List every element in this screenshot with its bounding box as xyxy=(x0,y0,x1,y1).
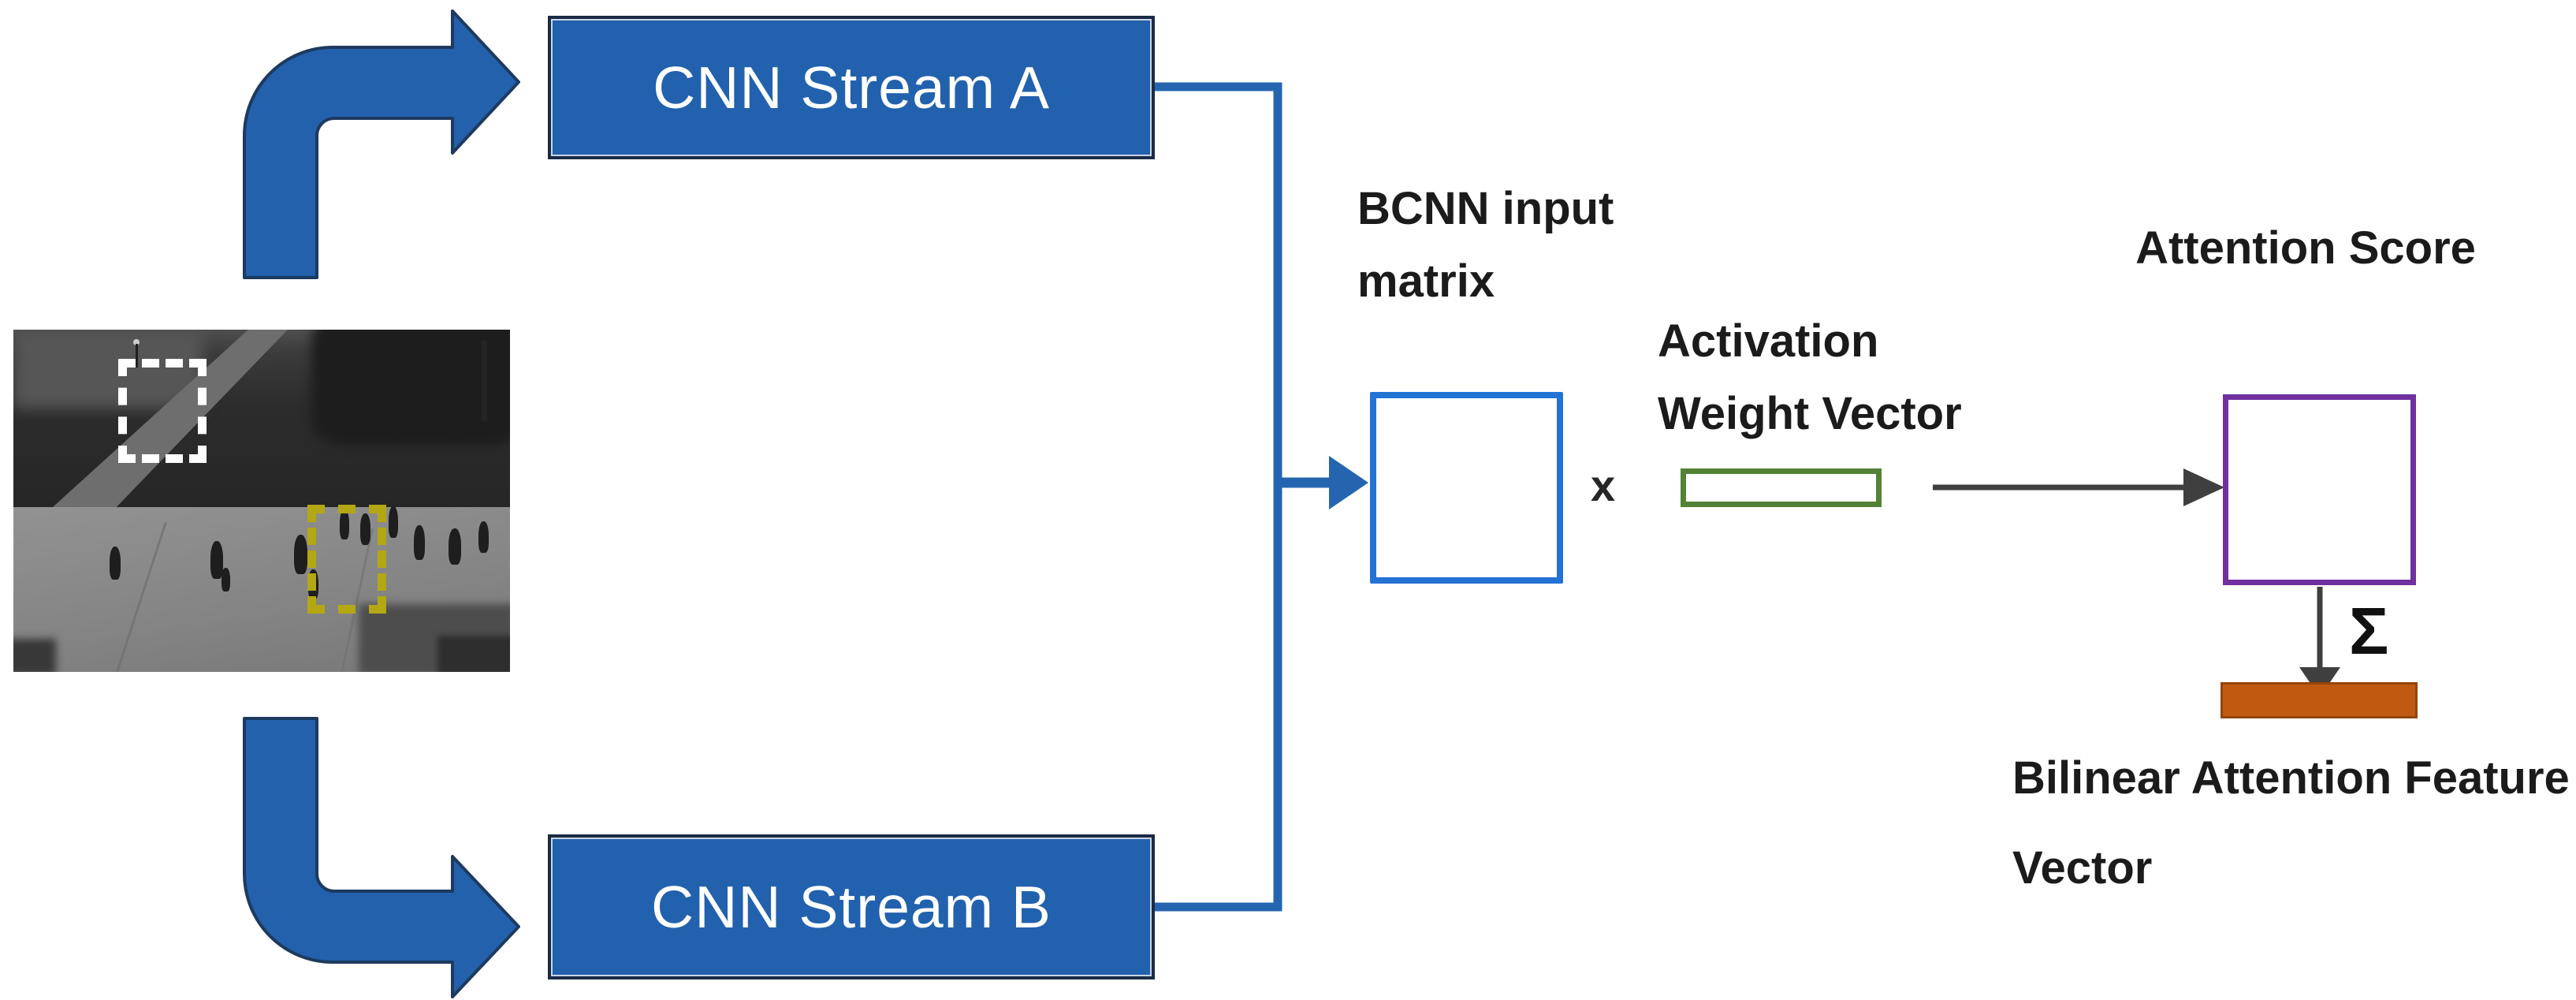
pedestrian-silhouette xyxy=(389,506,398,538)
frame-trees xyxy=(311,330,510,446)
attention-arrowhead xyxy=(2183,468,2224,506)
activation-weight-vector-label-line1: Activation xyxy=(1658,315,1879,367)
lamp-post-top xyxy=(133,339,140,345)
input-video-frame xyxy=(13,330,510,672)
bilinear-feature-label-line1: Bilinear Attention Feature xyxy=(2012,752,2570,804)
stream-b-curved-arrow xyxy=(243,717,520,998)
pedestrian-silhouette xyxy=(110,547,121,580)
light-pole xyxy=(482,341,487,421)
pedestrian-silhouette xyxy=(360,513,370,545)
pedestrian-silhouette xyxy=(221,568,230,591)
bcnn-input-matrix-label-line2: matrix xyxy=(1357,256,1495,307)
region-b-dashed-box xyxy=(307,505,386,614)
cnn-stream-b-box: CNN Stream B xyxy=(548,834,1155,979)
stream-a-curved-arrow xyxy=(243,9,520,279)
pedestrian-silhouette xyxy=(210,541,223,579)
cnn-stream-a-box: CNN Stream A xyxy=(548,16,1155,159)
cnn-stream-a-label: CNN Stream A xyxy=(653,54,1050,121)
pedestrian-silhouette xyxy=(414,525,425,560)
bilinear-feature-vector-bar xyxy=(2220,682,2418,718)
frame-upper-walkway xyxy=(13,330,203,409)
pedestrian-silhouette xyxy=(478,521,489,553)
frame-shadow-patch xyxy=(13,639,56,672)
frame-shadow-patch xyxy=(437,636,510,672)
pedestrian-silhouette xyxy=(294,535,307,574)
cnn-stream-b-label: CNN Stream B xyxy=(651,874,1052,940)
stream-merge-connector xyxy=(1155,82,1282,912)
bcnn-input-matrix-label-line1: BCNN input xyxy=(1357,183,1614,234)
bcnn-input-matrix-square xyxy=(1370,392,1563,584)
bcnn-input-arrowhead xyxy=(1329,456,1368,509)
pedestrian-silhouette xyxy=(340,509,349,539)
bilinear-feature-label-line2: Vector xyxy=(2012,842,2153,894)
summation-symbol: Σ xyxy=(2349,594,2389,668)
attention-score-square xyxy=(2223,394,2416,585)
pedestrian-silhouette xyxy=(449,528,461,565)
lamp-post xyxy=(136,344,138,368)
region-a-dashed-box xyxy=(118,359,207,463)
activation-weight-vector-rect xyxy=(1681,468,1882,507)
multiply-symbol: x xyxy=(1591,461,1616,510)
activation-weight-vector-label-line2: Weight Vector xyxy=(1658,388,1962,439)
attention-score-label: Attention Score xyxy=(2135,222,2476,274)
